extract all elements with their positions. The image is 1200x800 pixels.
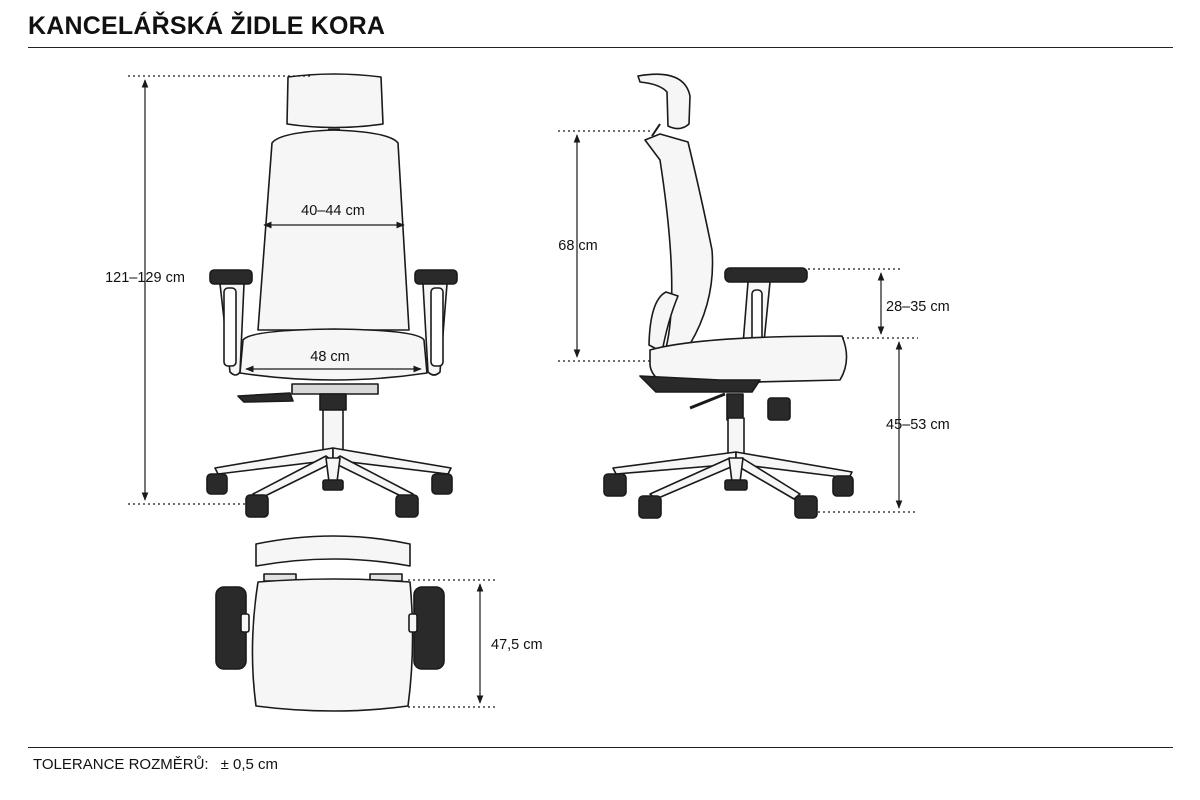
side-backrest <box>644 133 714 349</box>
top-dimension-lines <box>408 579 496 708</box>
seat-width-label: 48 cm <box>310 349 350 365</box>
seat-depth-label: 47,5 cm <box>491 637 543 653</box>
front-left-armrest <box>209 269 253 376</box>
title-divider <box>28 47 1173 48</box>
page-title: KANCELÁŘSKÁ ŽIDLE KORA <box>28 12 386 40</box>
tolerance-label: TOLERANCE ROZMĚRŮ: <box>33 756 209 773</box>
side-headrest <box>637 73 691 130</box>
tolerance-value: ± 0,5 cm <box>220 756 278 773</box>
front-backrest <box>257 129 410 331</box>
top-view-chair <box>215 535 445 712</box>
top-seat <box>251 578 414 712</box>
front-right-armrest <box>414 269 458 376</box>
side-armrest <box>724 267 808 283</box>
back-height-label: 68 cm <box>558 238 598 254</box>
tolerance-footer: TOLERANCE ROZMĚRŮ: ± 0,5 cm <box>33 756 278 773</box>
front-view-chair <box>206 73 458 518</box>
armrest-height-label: 28–35 cm <box>886 299 950 315</box>
front-headrest <box>286 73 384 129</box>
back-width-label: 40–44 cm <box>301 203 365 219</box>
side-view-chair <box>603 73 854 519</box>
total-height-label: 121–129 cm <box>105 270 185 286</box>
seat-height-label: 45–53 cm <box>886 417 950 433</box>
top-right-armrest <box>413 586 445 670</box>
front-dimension-lines <box>128 75 422 505</box>
top-backrest <box>255 535 411 567</box>
side-dimension-lines <box>558 130 918 513</box>
footer-divider <box>28 747 1173 748</box>
